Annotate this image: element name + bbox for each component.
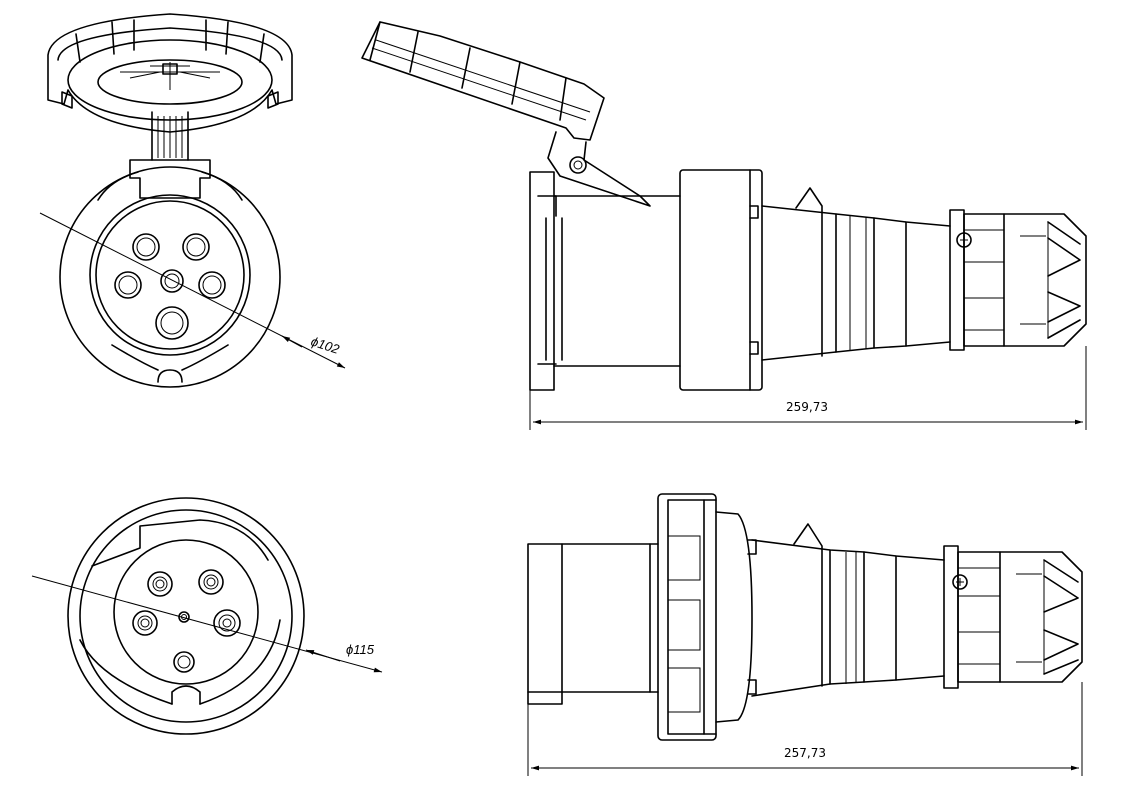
socket-front-view <box>39 13 346 388</box>
plug-front-view <box>31 497 383 735</box>
socket-side-view <box>361 21 1087 430</box>
socket-hinge <box>129 111 211 199</box>
socket-diameter-label: ϕ102 <box>309 334 342 357</box>
socket-length-label: 259,73 <box>786 400 828 414</box>
plug-length-label: 257,73 <box>784 746 826 760</box>
plug-diameter-label: ϕ115 <box>346 642 375 657</box>
socket-contacts <box>114 233 226 340</box>
socket-side-lid <box>361 21 651 207</box>
plug-side-view <box>527 493 1083 776</box>
socket-lid <box>47 13 293 133</box>
plug-contacts <box>132 569 241 673</box>
